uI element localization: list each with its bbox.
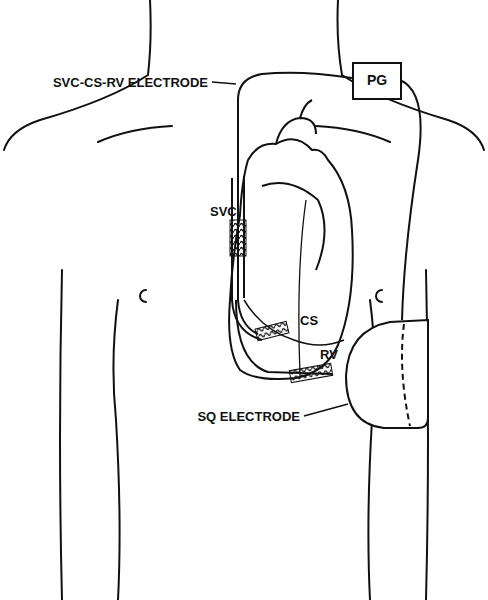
part-label: RV	[320, 348, 338, 362]
node-text: PG	[367, 73, 387, 88]
torso-outline	[4, 0, 484, 600]
heart	[229, 100, 353, 379]
sq-patch	[346, 320, 428, 428]
electrode-label: SVC-CS-RV ELECTRODE	[53, 76, 208, 90]
electrode-label: SQ ELECTRODE	[197, 410, 300, 424]
leader-line	[212, 82, 348, 416]
part-label: CS	[300, 314, 318, 328]
coil-electrodes	[230, 220, 333, 383]
generator-box: PG	[352, 62, 402, 100]
part-label: SVC	[210, 205, 237, 219]
